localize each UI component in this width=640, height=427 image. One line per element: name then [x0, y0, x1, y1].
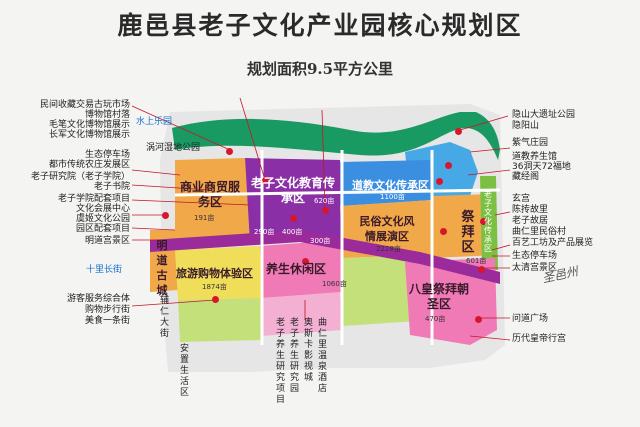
left-label: 生态停车场 [84, 150, 130, 160]
bottom-label-anzhi: 安置生活区 [180, 344, 190, 398]
left-label: 毛笔文化博物馆展示 [48, 120, 130, 130]
right-label: 老子故居 [512, 216, 549, 226]
right-label: 百艺工坊及产品展览 [512, 238, 594, 248]
marker-dot [290, 215, 297, 222]
zone-shopping: 旅游购物体验区 [176, 267, 253, 280]
left-label: 老子书院 [93, 182, 130, 192]
zone-commerce-area: 191亩 [194, 214, 215, 222]
left-label: 虞姬文化公园 [75, 214, 130, 224]
right-label: 藏经阁 [512, 172, 540, 182]
left-label: 文化会展中心 [75, 204, 130, 214]
marker-dot [212, 296, 219, 303]
zone-oldtown: 明道古城 [156, 239, 168, 297]
north-river [172, 112, 500, 160]
left-label: 老子研究院（老子学院） [30, 172, 130, 182]
marker-dot [226, 148, 233, 155]
river-label-wetland: 涡河湿地公园 [146, 143, 201, 153]
right-label: 道教养生馆 [512, 152, 558, 162]
bottom-label-laozi-yangsheng: 老子养生研究项目 [276, 318, 286, 405]
right-label: 生态停车场 [512, 251, 558, 261]
marker-dot [480, 218, 487, 225]
marker-dot [445, 162, 452, 169]
river-label-tenli: 十里长街 [86, 265, 123, 275]
bottom-label-quren: 曲仁里温泉酒店 [318, 318, 328, 394]
bottom-label-sisha: 奥斯卡影视城 [304, 318, 314, 383]
marker-dot [262, 177, 269, 184]
right-label: 陈抟故里 [512, 205, 549, 215]
right-label: 历代皇帝行宫 [512, 334, 567, 344]
left-label: 博物馆村落 [84, 110, 130, 120]
left-label: 老子学院配套项目 [57, 194, 130, 204]
zone-worship-area: 601亩 [466, 257, 487, 265]
right-label: 曲仁里民俗村 [512, 227, 567, 237]
left-label: 民间收藏交易古玩市场 [39, 100, 130, 110]
zone-culture-area3: 300亩 [310, 237, 331, 245]
left-label: 园区配套项目 [75, 224, 130, 234]
right-label: 玄宫 [512, 194, 531, 204]
left-label: 游客服务综合体 [66, 294, 130, 304]
left-label: 都市传统农庄发展区 [48, 160, 130, 170]
zone-health-area: 1060亩 [322, 280, 347, 288]
marker-dot [302, 258, 309, 265]
zone-health: 养生休闲区 [266, 262, 327, 276]
right-label: 隐阳山 [512, 121, 540, 131]
bottom-label-fucheng: 辅仁大街 [160, 296, 170, 339]
zone-culture-area4: 620亩 [314, 197, 335, 205]
zone-bahuang: 八皇祭拜朝圣区 [408, 282, 469, 311]
zone-bahuang-area: 470亩 [425, 315, 446, 323]
marker-dot [455, 128, 462, 135]
right-label: 36洞天72福地 [512, 162, 571, 172]
river-label-north: 水上乐园 [136, 117, 173, 127]
marker-dot [162, 212, 169, 219]
right-label: 隐山大遗址公园 [512, 110, 576, 120]
zone-rulin: 老子文化传承区 [484, 190, 492, 253]
left-label: 明道宫景区 [84, 236, 130, 246]
right-label: 问道广场 [512, 314, 549, 324]
page-title: 鹿邑县老子文化产业园核心规划区 [117, 11, 523, 40]
marker-dot [478, 266, 485, 273]
left-label: 购物步行街 [84, 305, 130, 315]
zone-shopping-area: 1874亩 [202, 283, 227, 291]
marker-dot [322, 207, 329, 214]
zone-commerce: 商业商贸服务区 [179, 180, 240, 209]
zone-worship: 祭拜区 [461, 210, 475, 255]
zone-folk-area: 2228亩 [376, 245, 401, 253]
left-label: 美食一条街 [84, 316, 130, 326]
zone-culture-area2: 400亩 [282, 228, 303, 236]
marker-dot [440, 228, 447, 235]
zone-taoism-area: 1100亩 [380, 193, 405, 201]
page-subtitle: 规划面积9.5平方公里 [246, 60, 394, 78]
left-label: 长军文化博物馆展示 [48, 130, 130, 140]
right-label: 太清宫景区 [512, 263, 558, 273]
marker-dot [436, 178, 443, 185]
zone-culture-area1: 290亩 [254, 228, 275, 236]
bottom-label-laozi-shengsheng: 老子养生研究园 [290, 318, 300, 394]
marker-dot [475, 316, 482, 323]
zone-culture: 老子文化教育传承区 [250, 176, 335, 205]
right-label: 紫气庄园 [512, 138, 549, 148]
zone-folk: 民俗文化风情展演区 [359, 215, 415, 243]
zone-taoism: 道教文化传承区 [352, 179, 429, 192]
